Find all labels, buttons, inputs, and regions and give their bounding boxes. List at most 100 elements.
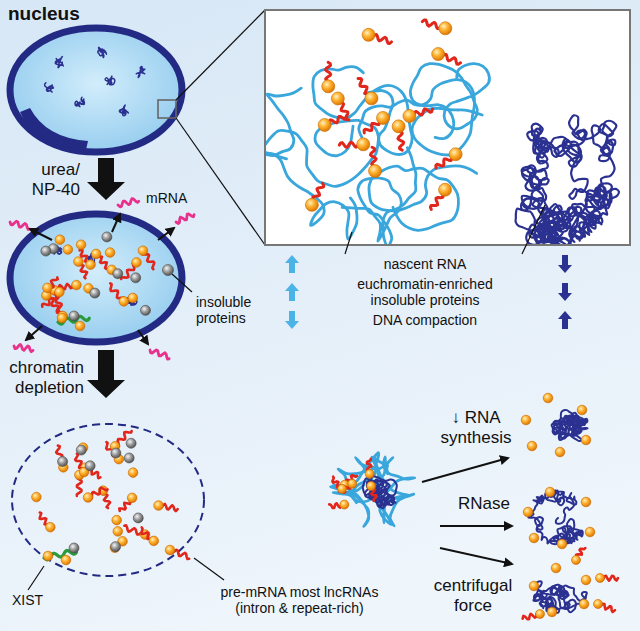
decrease-arrow [558,283,572,301]
protein-ball [557,539,567,549]
label: mRNA [146,190,187,206]
protein-ball [32,492,42,502]
protein-ball [63,245,73,255]
protein-ball [338,484,347,493]
euchromatin-chain [265,88,357,239]
insoluble-protein-ball [69,543,79,553]
protein-ball [585,527,595,537]
label: RNase [458,494,510,514]
protein-ball [579,599,589,609]
protein-ball [527,441,537,451]
protein-ball [86,260,96,270]
protein-ball [581,435,591,445]
euchromatin-chain [342,148,416,245]
decrease-arrow [285,311,299,329]
protein-ball [357,138,370,151]
protein-ball [543,393,553,403]
protein-ball [132,258,142,268]
protein-ball [572,556,581,565]
protein-ball [72,280,82,290]
insoluble-protein-ball [124,453,134,463]
protein-ball [318,118,331,131]
title: nucleus [8,3,80,25]
rna-squiggle [14,344,33,351]
protein-ball [581,497,591,507]
insoluble-protein-ball [163,265,174,276]
chromatin-depleted-nucleus [12,424,224,590]
protein-ball [55,287,65,297]
export-arrow [158,228,174,240]
protein-ball [594,600,603,609]
protein-ball [449,148,462,161]
protein-ball [113,527,123,537]
rna-squiggle [118,199,139,207]
insoluble-protein-ball [126,438,136,448]
insoluble-protein-ball [41,246,51,256]
leader-line [176,10,265,100]
euchromatin-chain [369,166,477,230]
protein-ball [105,248,115,258]
label: DNA compaction [345,312,505,328]
protein-ball [138,246,148,256]
insoluble-protein-ball [113,269,123,279]
euchromatin-chain [410,64,489,139]
export-arrow [30,229,52,240]
zoom-square [158,100,176,118]
protein-ball [165,545,175,555]
insoluble-protein-ball [85,461,95,471]
label: centrifugal force [428,576,518,615]
increase-arrow [558,311,572,329]
protein-ball [112,515,122,525]
protein-ball [331,92,344,105]
protein-ball [348,479,357,488]
protein-ball [555,447,565,457]
protein-ball [57,313,67,323]
process-arrow [87,158,125,200]
protein-ball [547,607,557,617]
chromatin-tangle [45,83,54,92]
insoluble-protein-ball [90,288,100,298]
insoluble-protein-ball [133,513,143,523]
protein-ball [55,235,65,245]
insoluble-protein-ball [140,305,150,315]
rna-squiggle [10,221,30,229]
intact-nucleus [10,10,265,245]
treatment-arrow [422,458,508,482]
protein-ball [119,297,129,307]
insoluble-protein-ball [102,232,112,242]
rna-squiggle [150,350,169,359]
protein-ball [521,415,531,425]
protein-ball [61,555,71,565]
protein-ball [529,581,539,591]
export-arrow [112,214,120,232]
leader-line [28,566,44,590]
increase-arrow [285,283,299,301]
protein-ball [392,120,405,133]
nucleus-outline [12,424,204,576]
protein-ball [305,198,318,211]
label: XIST [12,592,43,608]
protein-ball [91,249,101,259]
label: pre-mRNA most lncRNAs (intron & repeat-r… [212,584,387,616]
protein-ball [76,240,86,250]
increase-arrow [285,255,299,273]
protein-ball [340,500,349,509]
insoluble-protein-ball [69,311,79,321]
protein-ball [577,405,587,415]
export-arrow [138,330,148,344]
nucleus-outline [10,28,182,152]
inset-content [265,20,619,245]
label: ↓ RNA synthesis [436,408,516,447]
protein-ball [596,574,605,583]
protein-ball [83,493,93,503]
insoluble-protein-ball [58,457,68,467]
protein-ball [365,469,374,478]
compacted-chromatin [523,548,618,619]
chromatin-tangle [528,491,582,545]
compacted-chromatin [521,393,591,457]
protein-ball [529,533,539,543]
